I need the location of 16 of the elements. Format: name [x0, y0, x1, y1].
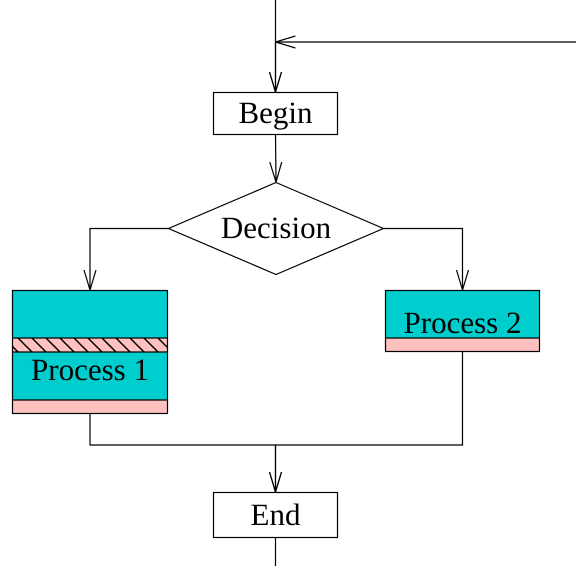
arrow [83, 228, 168, 291]
process-box [213, 92, 338, 135]
process-box [12, 290, 168, 414]
node-label: Begin [237, 96, 314, 130]
connector-line [274, 538, 276, 566]
arrow [269, 135, 282, 183]
node-label: Process 1 [30, 353, 150, 387]
arrow [268, 35, 576, 92]
node-label: End [250, 498, 302, 532]
node-label: Decision [220, 211, 332, 245]
arrow [268, 352, 464, 493]
process-box [385, 290, 540, 352]
node-label: Process 2 [402, 306, 522, 340]
arrow [384, 228, 470, 291]
terminal-box [213, 492, 338, 538]
decision-diamond [168, 182, 384, 275]
